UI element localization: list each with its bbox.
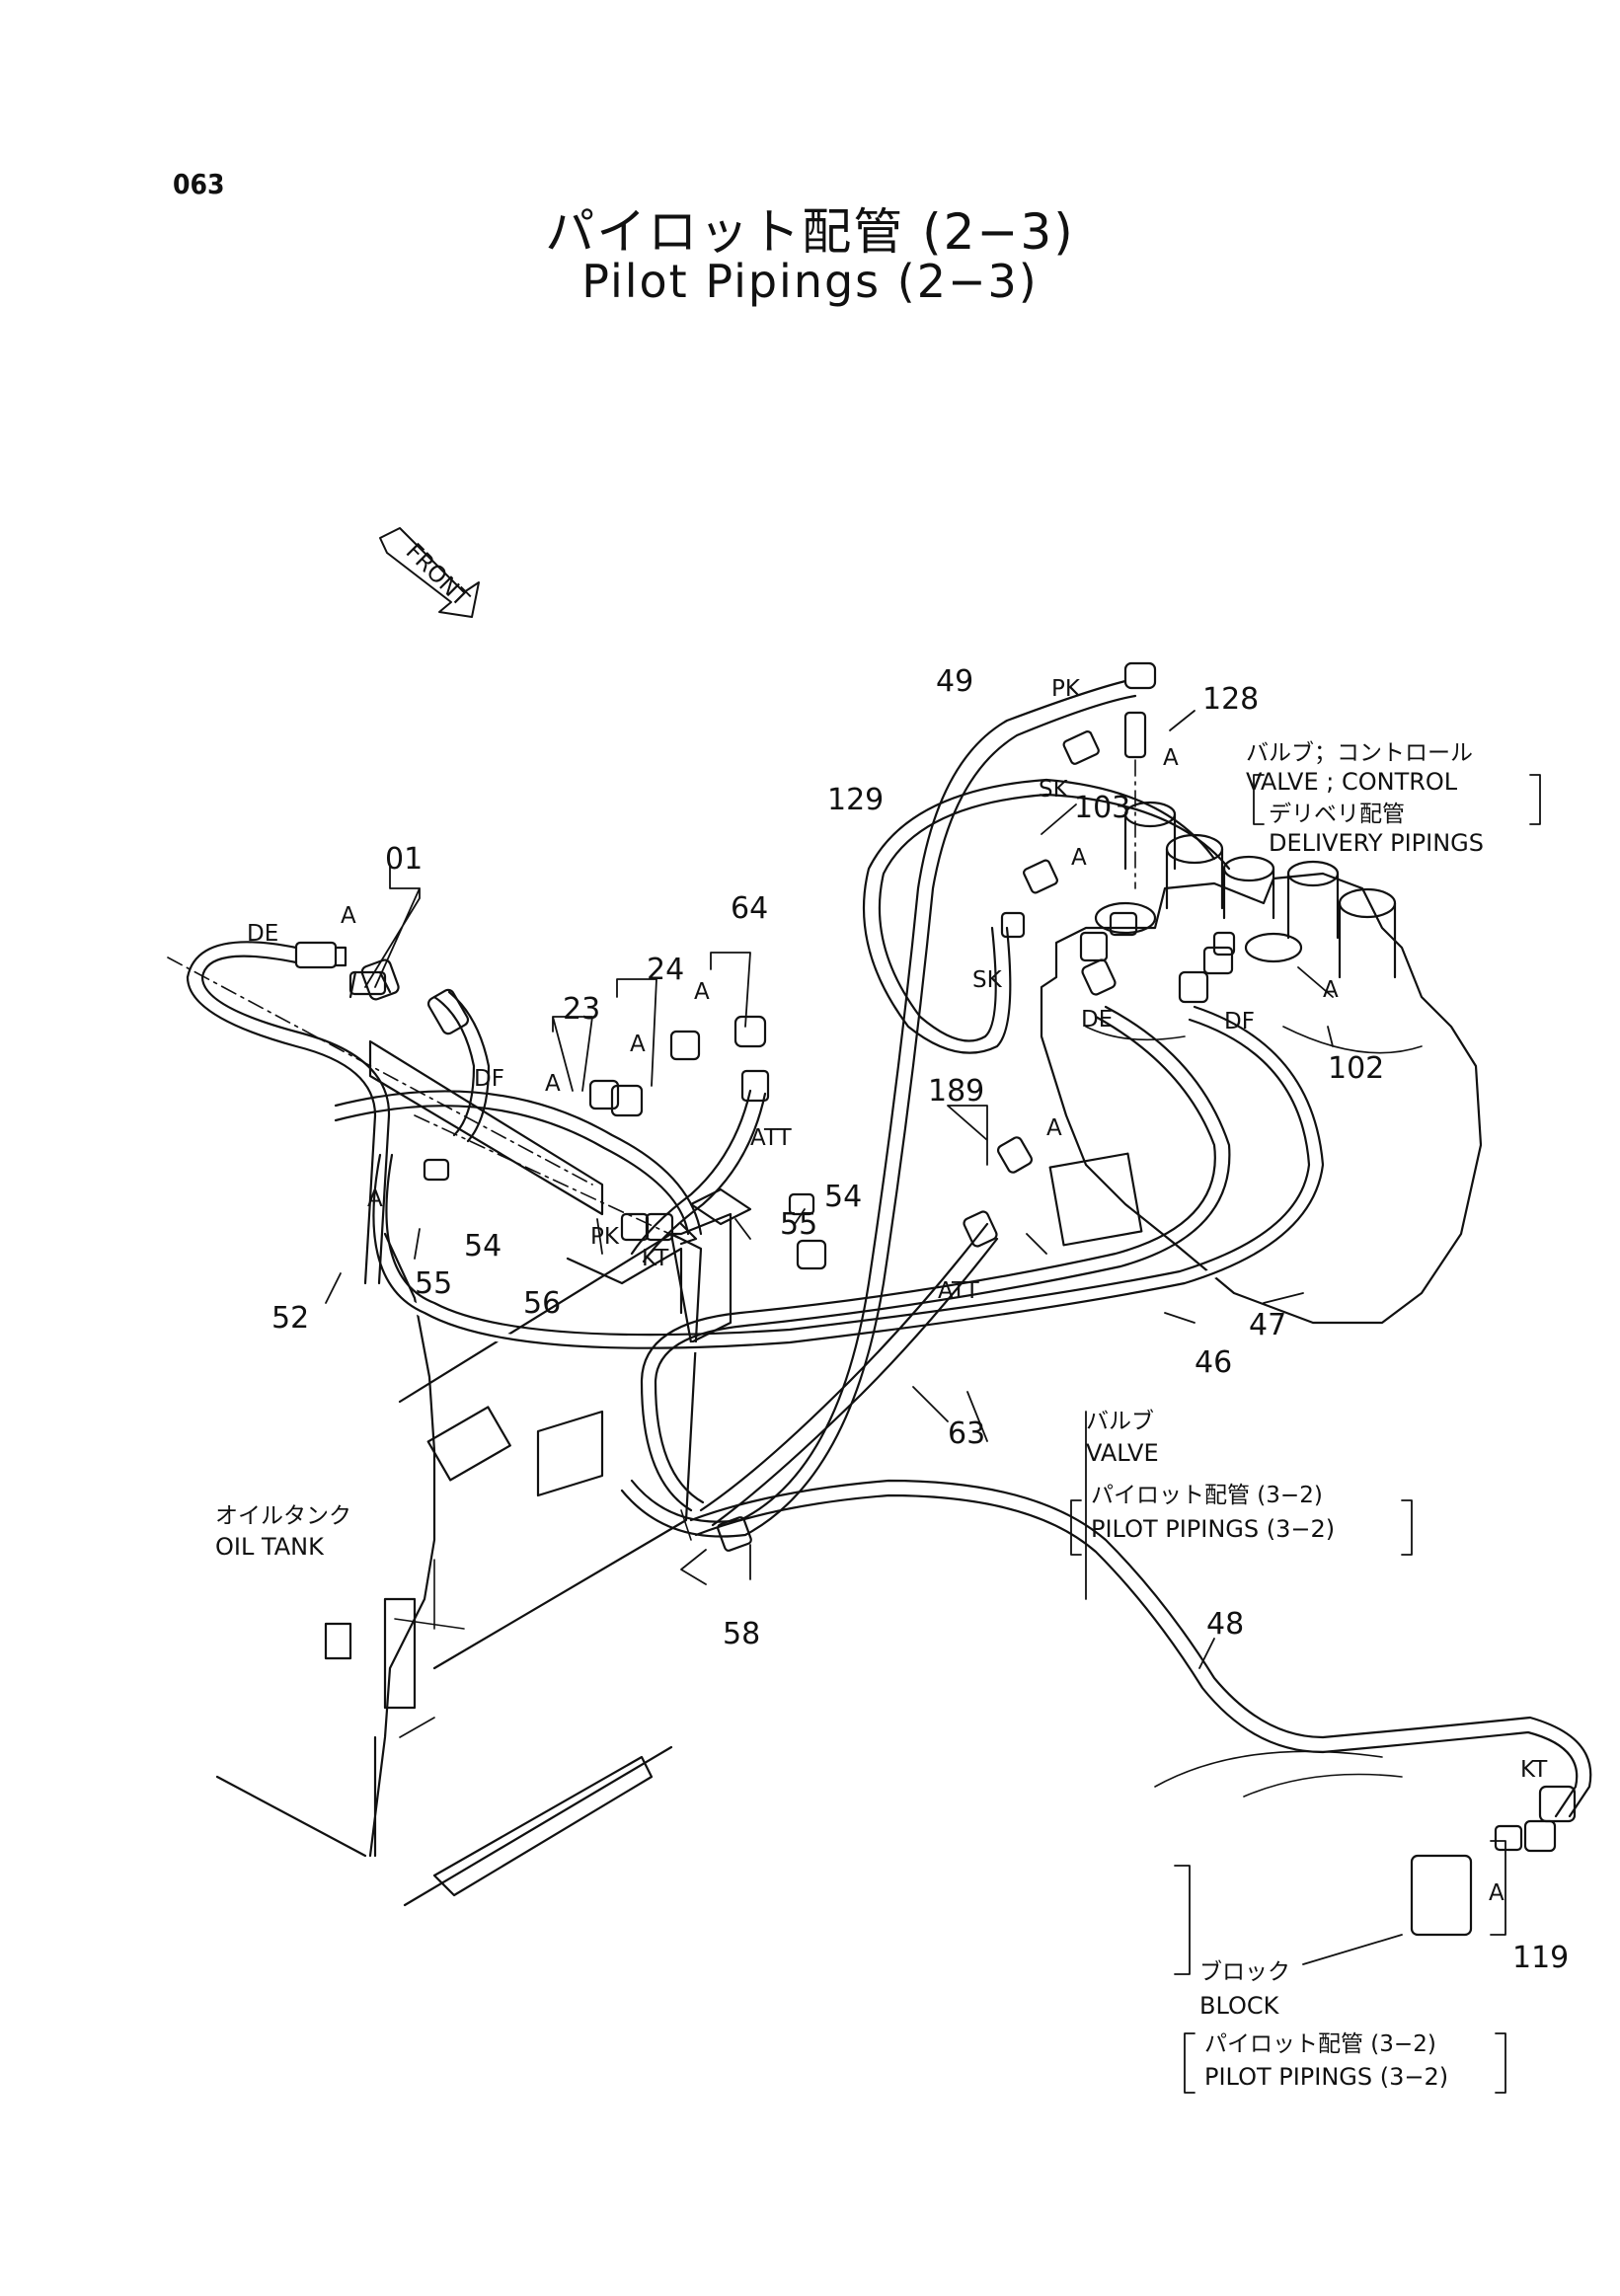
- hose-att-left: [630, 1089, 767, 1263]
- port-label: PK: [590, 1224, 620, 1250]
- port-label: DE: [247, 921, 278, 947]
- port-label: SK: [972, 967, 1003, 993]
- port-label: DF: [1224, 1009, 1255, 1034]
- port-label: ATT: [938, 1278, 980, 1304]
- page-number: 063: [173, 168, 225, 200]
- front-arrow-icon: FRONT: [379, 527, 480, 618]
- callout-ref-en: DELIVERY PIPINGS: [1269, 829, 1484, 857]
- a-marker: A: [1163, 745, 1179, 771]
- port-label: KT: [1520, 1757, 1548, 1783]
- a-marker: A: [341, 903, 356, 929]
- callout-control-valve: バルブ；コントロール VALVE ; CONTROL デリベリ配管 DELIVE…: [1246, 740, 1484, 857]
- a-marker: A: [630, 1032, 646, 1057]
- callout-text-jp: オイルタンク: [215, 1503, 351, 1529]
- callout-ref-en: PILOT PIPINGS (3−2): [1091, 1515, 1335, 1543]
- a-marker: A: [545, 1071, 561, 1097]
- port-label: KT: [642, 1246, 669, 1271]
- part-number-labels: 01 23 24 64 52 54 55 56 55 54 49 128 129…: [271, 664, 1569, 1975]
- part-number: 56: [523, 1286, 561, 1321]
- callout-valve: バルブ VALVE パイロット配管 (3−2) PILOT PIPINGS (3…: [1086, 1409, 1335, 1543]
- part-number: 128: [1202, 682, 1259, 717]
- callout-text-jp: バルブ；コントロール: [1246, 740, 1473, 766]
- callout-oil-tank: オイルタンク OIL TANK: [215, 1503, 351, 1561]
- part-number: 24: [647, 953, 684, 987]
- alignment-lines: [167, 759, 1136, 1245]
- callout-ref-jp: デリベリ配管: [1269, 802, 1405, 827]
- hose-de-left: [186, 941, 703, 1285]
- part-number: 48: [1206, 1607, 1244, 1642]
- port-labels: DE DF ATT PK KT PK SK SK DE DF ATT KT: [247, 676, 1548, 1783]
- a-marker: A: [1071, 845, 1087, 871]
- part-number: 119: [1512, 1941, 1569, 1975]
- port-label: DE: [1081, 1007, 1113, 1033]
- leader-lines: [325, 710, 1541, 1975]
- a-markers: A A A A A A A A A A: [341, 745, 1504, 1906]
- reference-brackets: [1184, 2032, 1506, 2094]
- hose-47: [368, 972, 1328, 1353]
- a-marker: A: [1489, 1880, 1504, 1906]
- callout-ref-jp: パイロット配管 (3−2): [1204, 2031, 1436, 2057]
- part-number: 189: [928, 1074, 984, 1109]
- callout-text-en: VALVE ; CONTROL: [1246, 768, 1458, 796]
- part-number: 52: [271, 1301, 309, 1336]
- port-label: ATT: [750, 1125, 793, 1151]
- port-label: SK: [1039, 777, 1069, 803]
- front-label: FRONT: [401, 539, 475, 613]
- callout-text-en: OIL TANK: [215, 1533, 325, 1561]
- callout-ref-en: PILOT PIPINGS (3−2): [1204, 2063, 1448, 2091]
- part-number: 103: [1074, 791, 1130, 825]
- part-number: 01: [385, 842, 423, 877]
- callout-ref-jp: パイロット配管 (3−2): [1091, 1483, 1323, 1508]
- hose-129: [863, 778, 1231, 1054]
- part-number: 23: [563, 992, 600, 1027]
- part-number: 64: [731, 891, 768, 926]
- callout-text-en: VALVE: [1086, 1439, 1159, 1467]
- part-number: 55: [780, 1207, 817, 1242]
- a-marker: A: [1046, 1115, 1062, 1141]
- part-number: 54: [824, 1180, 862, 1214]
- part-number: 49: [936, 664, 973, 699]
- part-number: 55: [415, 1266, 452, 1301]
- callout-text-jp: ブロック: [1199, 1959, 1290, 1985]
- part-number: 63: [948, 1416, 985, 1451]
- port-label: DF: [474, 1066, 504, 1092]
- part-number: 46: [1195, 1345, 1232, 1380]
- a-marker: A: [1323, 977, 1339, 1003]
- part-number: 54: [464, 1229, 501, 1263]
- a-marker: A: [367, 1186, 383, 1212]
- hose-63: [699, 1222, 999, 1527]
- part-number: 58: [723, 1617, 760, 1651]
- a-marker: A: [694, 979, 710, 1005]
- part-number: 129: [827, 783, 884, 817]
- fittings: [294, 661, 1577, 1937]
- part-number: 102: [1328, 1051, 1384, 1086]
- hose-48: [689, 1479, 1592, 1818]
- callout-text-jp: バルブ: [1086, 1409, 1154, 1434]
- page-title-japanese: パイロット配管 (2−3): [545, 203, 1075, 261]
- callout-block: ブロック BLOCK パイロット配管 (3−2) PILOT PIPINGS (…: [1199, 1959, 1448, 2091]
- control-valve-body: [1040, 801, 1483, 1325]
- oil-tank-outline: [215, 1222, 703, 1907]
- part-number: 47: [1249, 1308, 1286, 1342]
- callout-text-en: BLOCK: [1199, 1992, 1280, 2020]
- page-title-english: Pilot Pipings (2−3): [581, 255, 1039, 308]
- port-label: PK: [1051, 676, 1081, 702]
- hose-46: [640, 1005, 1231, 1512]
